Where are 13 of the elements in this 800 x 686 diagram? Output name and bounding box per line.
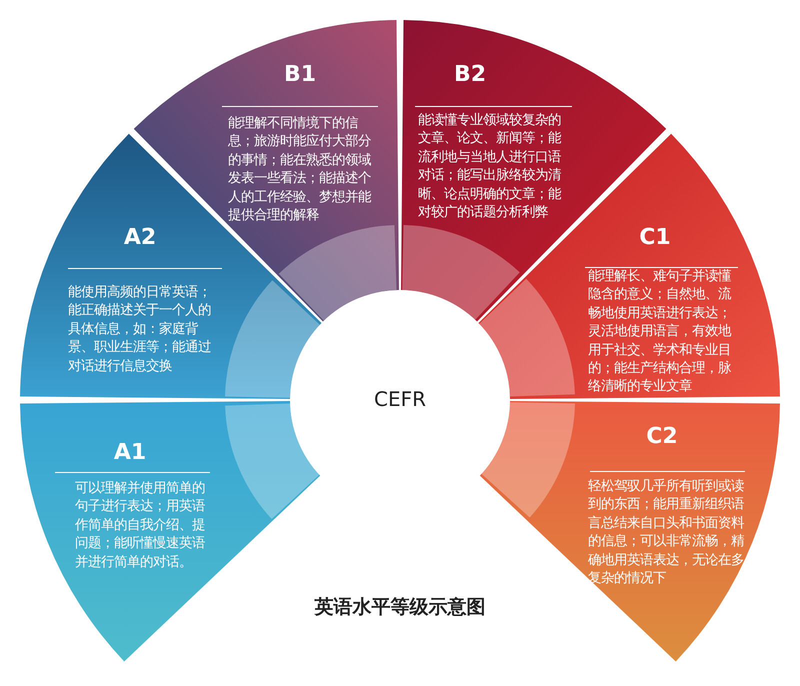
level-heading: B1 (282, 62, 318, 88)
description-text: 能读懂专业领域较复杂的文章、论文、新闻等；能流利地与当地人进行口语对话；能写出脉络较为清晰、论点明确的文章；能对较广的话题分析利弊 (418, 112, 562, 222)
level-heading: C1 (638, 225, 672, 251)
level-heading: B2 (452, 62, 488, 88)
description-text: 能使用高频的日常英语；能正确描述关于一个人的具体信息，如：家庭背景、职业生涯等；能通过对话进行信息交换 (68, 284, 212, 376)
description-text: 能理解长、难句子并读懂隐含的意义；自然地、流畅地使用英语进行表达；灵活地使用语言，有效地用于社交、学术和专业目的；能生产结构合理，脉络清晰的专业文章 (588, 268, 732, 396)
center-label: CEFR (372, 386, 427, 412)
level-heading: A2 (122, 225, 158, 251)
description-text: 能理解不同情境下的信息；旅游时能应付大部分的事情；能在熟悉的领域发表一些看法；能描述个人的工作经验、梦想并能提供合理的解释 (228, 115, 372, 226)
level-heading: C2 (645, 424, 679, 450)
description-text: 可以理解并使用简单的句子进行表达；用英语作简单的自我介绍、提问题；能听懂慢速英语并进行简单的对话。 (75, 480, 206, 572)
level-heading: A1 (112, 440, 148, 466)
diagram-title: 英语水平等级示意图 (313, 595, 486, 620)
